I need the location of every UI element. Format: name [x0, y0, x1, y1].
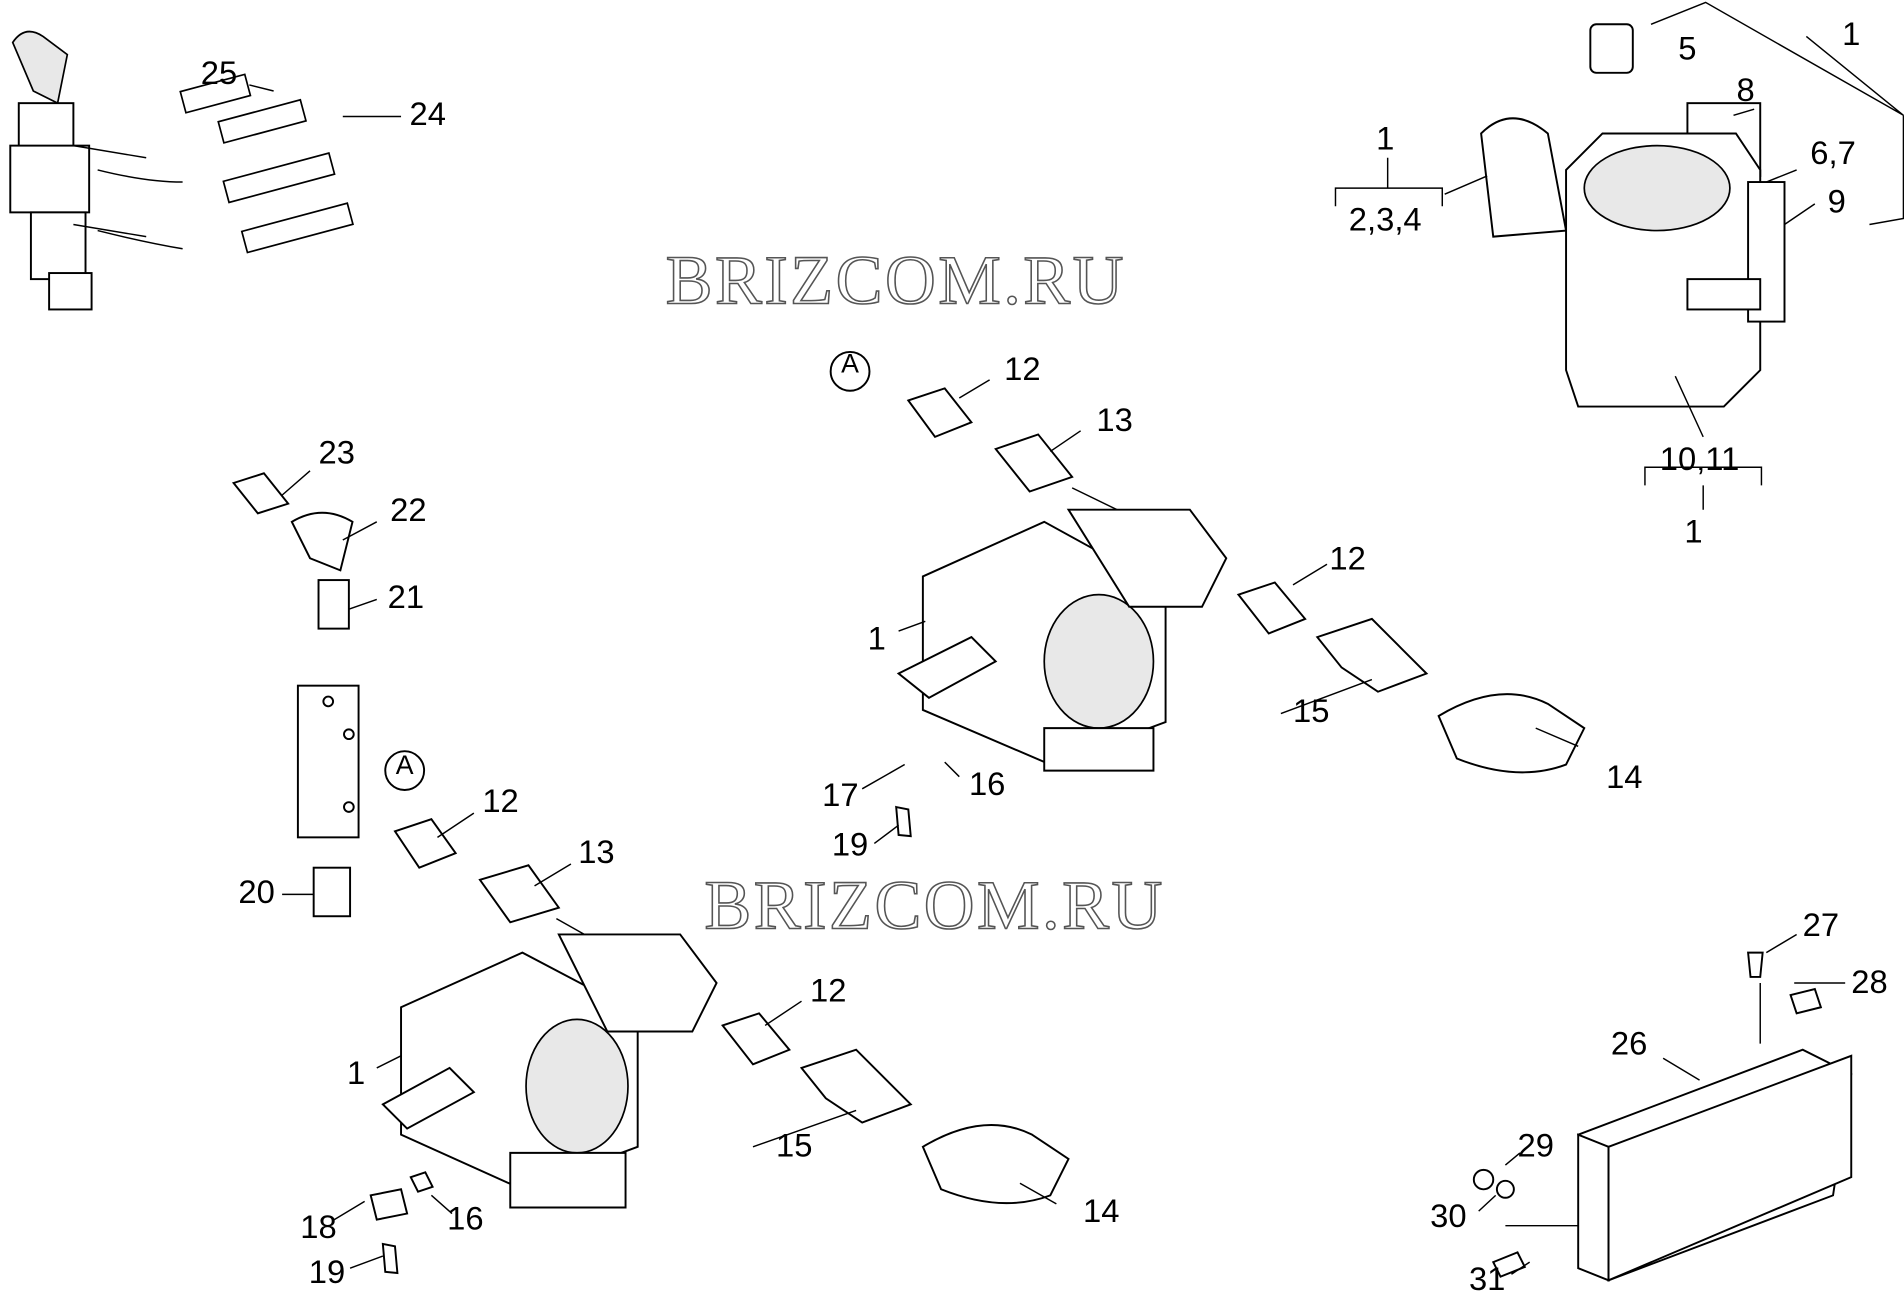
part-label: 1: [1376, 119, 1394, 156]
part-label: 2,3,4: [1349, 201, 1422, 238]
part-label: 26: [1611, 1025, 1647, 1062]
watermark: BRIZCOM.RU: [666, 241, 1126, 319]
part-label: 5: [1678, 30, 1696, 67]
part-label: 25: [201, 54, 237, 91]
part-label: 12: [482, 782, 518, 819]
part-label: 13: [1096, 401, 1132, 438]
part-label: 27: [1803, 906, 1839, 943]
cover-box: [1472, 951, 1853, 1282]
part-label: 16: [969, 765, 1005, 802]
part-label: 19: [309, 1253, 345, 1290]
part-label: 22: [390, 491, 426, 528]
part-label: 16: [447, 1199, 483, 1236]
part-label: 23: [319, 434, 355, 471]
pump-middle: [829, 350, 1586, 838]
part-label: 1: [868, 619, 886, 656]
part-label: 15: [1293, 692, 1329, 729]
assembled-overview: [9, 30, 354, 311]
part-label: 10,11: [1660, 440, 1740, 477]
part-label: 13: [578, 833, 614, 870]
manifold-left: [231, 472, 426, 918]
part-label: 20: [238, 873, 274, 910]
part-label: 1: [1842, 15, 1860, 52]
part-label: 1: [347, 1054, 365, 1091]
part-label: 12: [1329, 539, 1365, 576]
part-label: 24: [410, 95, 446, 132]
part-label: 28: [1851, 963, 1887, 1000]
callout-a: A: [396, 750, 414, 780]
part-label: 12: [1004, 350, 1040, 387]
part-label: 15: [776, 1127, 812, 1164]
callout-a: A: [841, 348, 859, 378]
part-label: 8: [1737, 71, 1755, 108]
part-labels: 25 24 1 5 8 1 6,7 2,3,4 9 12 13 10,11 1 …: [201, 15, 1888, 1297]
part-label: 29: [1518, 1127, 1554, 1164]
part-label: 14: [1083, 1192, 1119, 1229]
part-label: 31: [1469, 1260, 1505, 1297]
part-label: 30: [1430, 1197, 1466, 1234]
part-label: 1: [1684, 513, 1702, 550]
part-label: 17: [822, 776, 858, 813]
part-label: 21: [388, 578, 424, 615]
watermark: BRIZCOM.RU: [704, 866, 1164, 944]
part-label: 18: [300, 1208, 336, 1245]
part-label: 14: [1606, 758, 1642, 795]
part-label: 6,7: [1810, 134, 1856, 171]
part-label: 12: [810, 971, 846, 1008]
part-label: 9: [1828, 183, 1846, 220]
part-label: 19: [832, 826, 868, 863]
pump-bottom: [369, 818, 1070, 1275]
